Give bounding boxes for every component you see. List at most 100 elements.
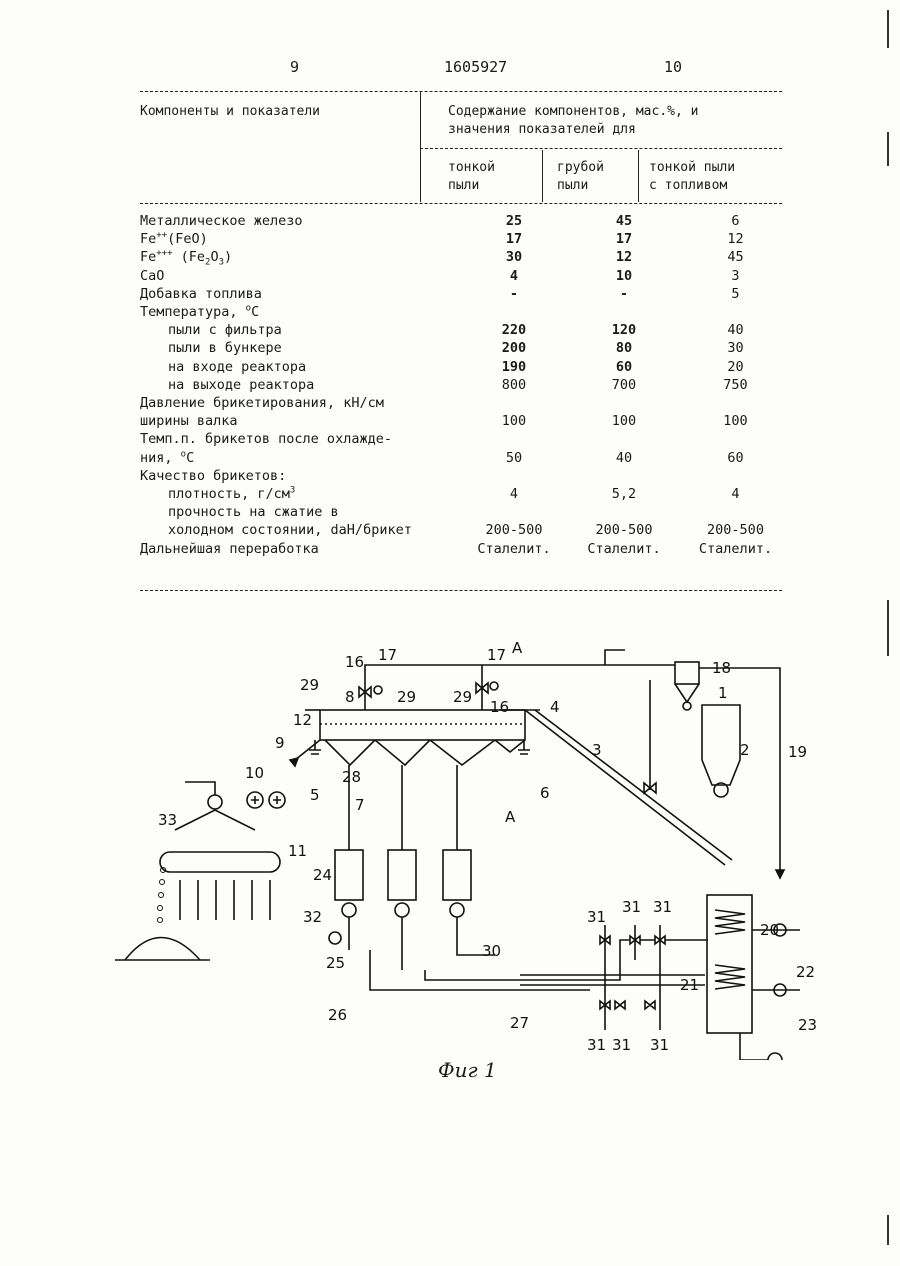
- cooler-2: [388, 850, 416, 900]
- pump-1: [329, 932, 341, 944]
- cell-c1: [458, 503, 570, 521]
- col3-head-line2: с топливом: [649, 177, 727, 195]
- svg-text:16: 16: [345, 653, 364, 671]
- row-label: Давление брикетирования, кН/см: [140, 394, 458, 412]
- cell-c3: 30: [678, 339, 793, 357]
- table-body: Металлическое железо25456Fe++(FeO)171712…: [140, 212, 793, 558]
- table-row: холодном состоянии, daH/брикет200-500200…: [140, 521, 793, 539]
- col1-head-line2: пыли: [448, 177, 479, 195]
- cell-c3: [678, 430, 793, 448]
- svg-text:17: 17: [487, 646, 506, 664]
- table-row: ширины валка100100100: [140, 412, 793, 430]
- svg-text:20: 20: [760, 921, 779, 939]
- cell-c1: -: [458, 285, 570, 303]
- table-col-divider-1: [542, 150, 543, 202]
- cell-c3: 20: [678, 358, 793, 376]
- section-label-top: A: [512, 639, 523, 657]
- cooling-conveyor: [160, 852, 280, 872]
- row-label: Металлическое железо: [140, 212, 458, 230]
- svg-text:2: 2: [740, 741, 750, 759]
- table-row: Темп.п. брикетов после охлажде-: [140, 430, 793, 448]
- cell-c2: 120: [570, 321, 678, 339]
- discharge-arrow-icon: [290, 758, 298, 766]
- svg-text:31: 31: [587, 1036, 606, 1054]
- table-row: Металлическое железо25456: [140, 212, 793, 230]
- svg-text:6: 6: [540, 784, 550, 802]
- svg-text:7: 7: [355, 796, 365, 814]
- cell-c2: 60: [570, 358, 678, 376]
- svg-text:9: 9: [275, 734, 285, 752]
- return-arrow-icon: [776, 870, 784, 878]
- svg-text:29: 29: [397, 688, 416, 706]
- svg-text:31: 31: [612, 1036, 631, 1054]
- fan-2: [395, 903, 409, 917]
- svg-text:25: 25: [326, 954, 345, 972]
- valve-actuator-17a: [374, 686, 382, 694]
- cell-c1: 4: [458, 267, 570, 285]
- conveyor-top: [525, 710, 725, 865]
- cell-c3: [678, 303, 793, 321]
- svg-text:27: 27: [510, 1014, 529, 1032]
- row-label: пыли в бункере: [140, 339, 458, 357]
- cooling-water-lines: [349, 917, 708, 990]
- cell-c1: [458, 467, 570, 485]
- row-label: Fe++(FeO): [140, 230, 458, 248]
- table-row: на выходе реактора800700750: [140, 376, 793, 394]
- cell-c2: 700: [570, 376, 678, 394]
- exhaust-hood: [175, 782, 255, 830]
- cell-c3: [678, 503, 793, 521]
- cell-c2: [570, 430, 678, 448]
- row-label: ния, oC: [140, 449, 458, 467]
- cell-c3: [678, 394, 793, 412]
- row-label: холодном состоянии, daH/брикет: [140, 521, 458, 539]
- table-row: пыли в бункере2008030: [140, 339, 793, 357]
- reactor-hoppers: [325, 740, 525, 765]
- cell-c2: [570, 303, 678, 321]
- table-row: Дальнейшая переработкаСталелит.Сталелит.…: [140, 540, 793, 558]
- cell-c2: [570, 503, 678, 521]
- svg-text:11: 11: [288, 842, 307, 860]
- cooler-3: [443, 850, 471, 900]
- exhaust-fan: [208, 795, 222, 809]
- table-head-bottom-rule: [140, 203, 782, 204]
- table-row: Добавка топлива--5: [140, 285, 793, 303]
- cell-c3: 12: [678, 230, 793, 248]
- page-header: 9 1605927 10: [0, 58, 900, 80]
- cell-c2: 12: [570, 248, 678, 266]
- margin-bar-1: [887, 10, 889, 48]
- row-label: CaO: [140, 267, 458, 285]
- svg-text:22: 22: [796, 963, 815, 981]
- svg-text:31: 31: [622, 898, 641, 916]
- cell-c2: Сталелит.: [570, 540, 678, 558]
- row-label: прочность на сжатие в: [140, 503, 458, 521]
- row-label: на входе реактора: [140, 358, 458, 376]
- table-row: Fe++(FeO)171712: [140, 230, 793, 248]
- cell-c2: 80: [570, 339, 678, 357]
- cell-c1: [458, 430, 570, 448]
- cell-c1: 30: [458, 248, 570, 266]
- row-label: Fe+++ (Fe2O3): [140, 248, 458, 266]
- cooler-feed-lines: [349, 765, 457, 850]
- svg-text:30: 30: [482, 942, 501, 960]
- heat-exchanger-ports: [740, 930, 800, 1060]
- table-row: плотность, г/см345,24: [140, 485, 793, 503]
- cell-c2: 17: [570, 230, 678, 248]
- row-label: пыли с фильтра: [140, 321, 458, 339]
- table-subhead-rule: [420, 148, 782, 149]
- table-head-group-line1: Содержание компонентов, мас.%, и: [448, 103, 698, 121]
- cell-c2: 5,2: [570, 485, 678, 503]
- cell-c1: [458, 394, 570, 412]
- pump-out: [768, 1053, 782, 1060]
- cooling-air-arrows: [180, 880, 270, 920]
- svg-text:16: 16: [490, 698, 509, 716]
- row-label: Темп.п. брикетов после охлажде-: [140, 430, 458, 448]
- table-header-divider: [420, 92, 421, 202]
- svg-text:31: 31: [587, 908, 606, 926]
- svg-text:21: 21: [680, 976, 699, 994]
- cyclone-body: [675, 662, 699, 684]
- margin-bar-4: [887, 1215, 889, 1245]
- table-row: Давление брикетирования, кН/см: [140, 394, 793, 412]
- svg-text:17: 17: [378, 646, 397, 664]
- cooler-1: [335, 850, 363, 900]
- svg-text:33: 33: [158, 811, 177, 829]
